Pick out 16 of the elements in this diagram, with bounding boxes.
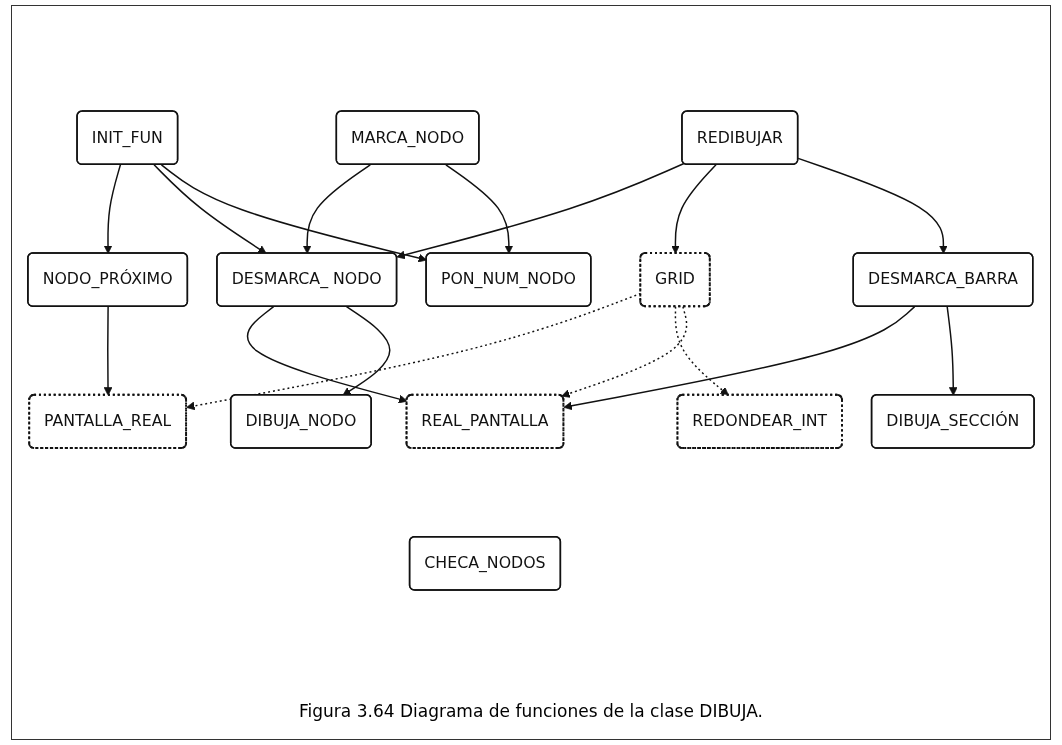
arrow	[103, 164, 122, 254]
arrow	[674, 305, 729, 396]
arrow	[946, 305, 958, 396]
arrow	[342, 305, 391, 396]
arrow	[797, 157, 948, 254]
arrow	[671, 164, 717, 254]
arrow	[153, 164, 267, 254]
arrow	[103, 305, 113, 396]
arrow	[561, 305, 688, 398]
figure-caption: Figura 3.64 Diagrama de funciones de la clase DIBUJA.	[299, 701, 763, 721]
arrow	[563, 305, 916, 411]
arrow	[160, 164, 427, 263]
arrow	[246, 305, 408, 404]
arrow	[396, 162, 685, 260]
arrow	[302, 164, 371, 254]
arrow	[445, 164, 514, 254]
